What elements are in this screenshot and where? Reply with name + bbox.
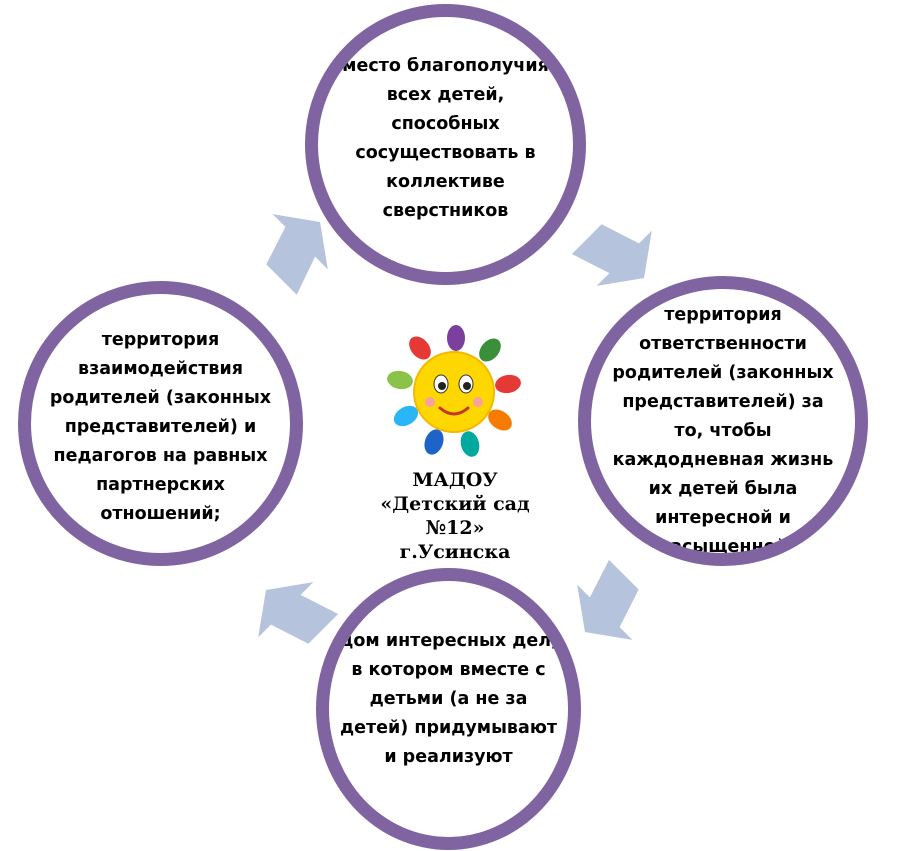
hands	[387, 325, 521, 457]
arrow-top-to-right	[571, 224, 652, 286]
circle-left-text: территория взаимодействия родителей (зак…	[49, 330, 272, 524]
circle-bottom: дом интересных дел, в котором вместе с д…	[316, 568, 581, 850]
sun-logo	[387, 325, 521, 457]
org-city: г.Усинска	[399, 541, 511, 563]
arrow-bottom-to-left	[258, 582, 339, 644]
arrow-left-to-top	[266, 214, 328, 295]
arrow-right-to-bottom	[577, 559, 639, 640]
circle-top: место благополучия всех детей, способных…	[305, 4, 586, 285]
sun-face	[413, 351, 495, 433]
center-label: МАДОУ «Детский сад №12» г.Усинска	[355, 468, 555, 564]
org-type: МАДОУ	[412, 469, 498, 491]
circle-bottom-text: дом интересных дел, в котором вместе с д…	[339, 630, 558, 767]
circle-right-text: территория ответственности родителей (за…	[612, 304, 834, 557]
circle-right: территория ответственности родителей (за…	[578, 276, 868, 566]
circle-left: территория взаимодействия родителей (зак…	[18, 281, 303, 566]
circle-top-text: место благополучия всех детей, способных…	[342, 55, 549, 221]
org-name: «Детский сад №12»	[380, 493, 530, 539]
